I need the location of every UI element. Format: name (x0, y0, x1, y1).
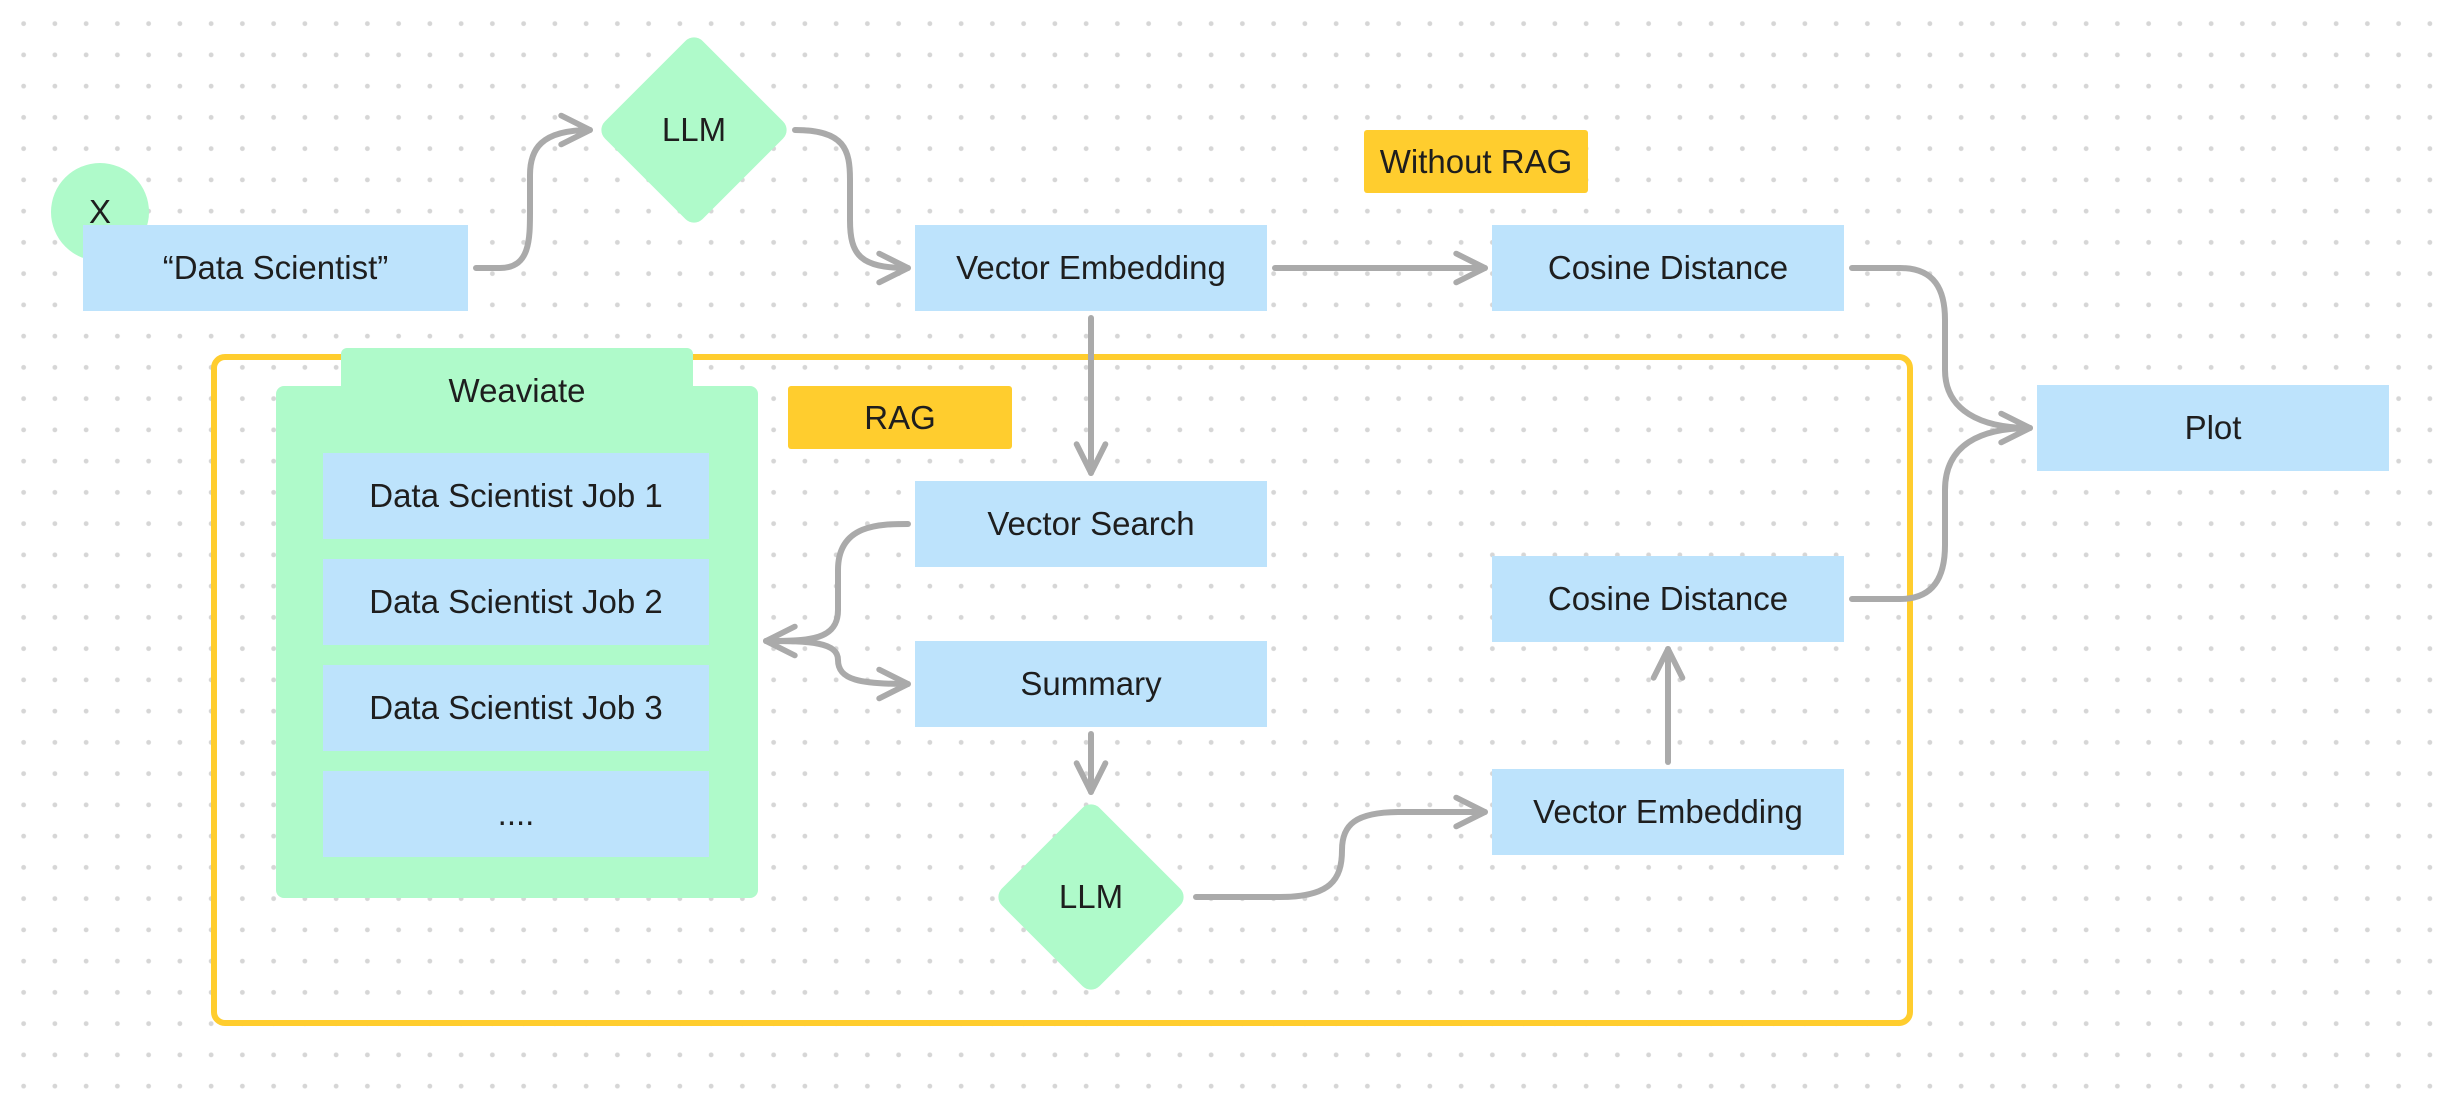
cosine-distance-bottom-node[interactable]: Cosine Distance (1492, 556, 1844, 642)
connector-llm-to-embedding-bottom (1193, 794, 1488, 900)
job-more-node[interactable]: .... (323, 771, 709, 857)
connector-llm-to-embedding (792, 127, 911, 286)
connector-query-to-llm (473, 112, 593, 271)
without-rag-sticker: Without RAG (1364, 130, 1588, 193)
vector-embedding-top-node[interactable]: Vector Embedding (915, 225, 1267, 311)
job-1-node[interactable]: Data Scientist Job 1 (323, 453, 709, 539)
plot-node[interactable]: Plot (2037, 385, 2389, 471)
weaviate-label: Weaviate (448, 372, 586, 409)
summary-node[interactable]: Summary (915, 641, 1267, 727)
llm-bottom-label: LLM (1058, 878, 1124, 915)
rag-section-frame (211, 354, 1913, 1026)
rag-sticker: RAG (788, 386, 1012, 449)
cosine-distance-top-node[interactable]: Cosine Distance (1492, 225, 1844, 311)
job-2-node[interactable]: Data Scientist Job 2 (323, 559, 709, 645)
connector-cosine-bottom-to-plot (1849, 425, 2033, 602)
job-3-node[interactable]: Data Scientist Job 3 (323, 665, 709, 751)
vector-search-node[interactable]: Vector Search (915, 481, 1267, 567)
vector-embedding-bottom-node[interactable]: Vector Embedding (1492, 769, 1844, 855)
query-node[interactable]: “Data Scientist” (83, 225, 468, 311)
connector-vector-search-to-weaviate (763, 521, 911, 659)
connector-cosine-top-to-plot (1849, 265, 2033, 446)
llm-top-label: LLM (661, 111, 727, 148)
connector-weaviate-to-summary (763, 638, 911, 702)
